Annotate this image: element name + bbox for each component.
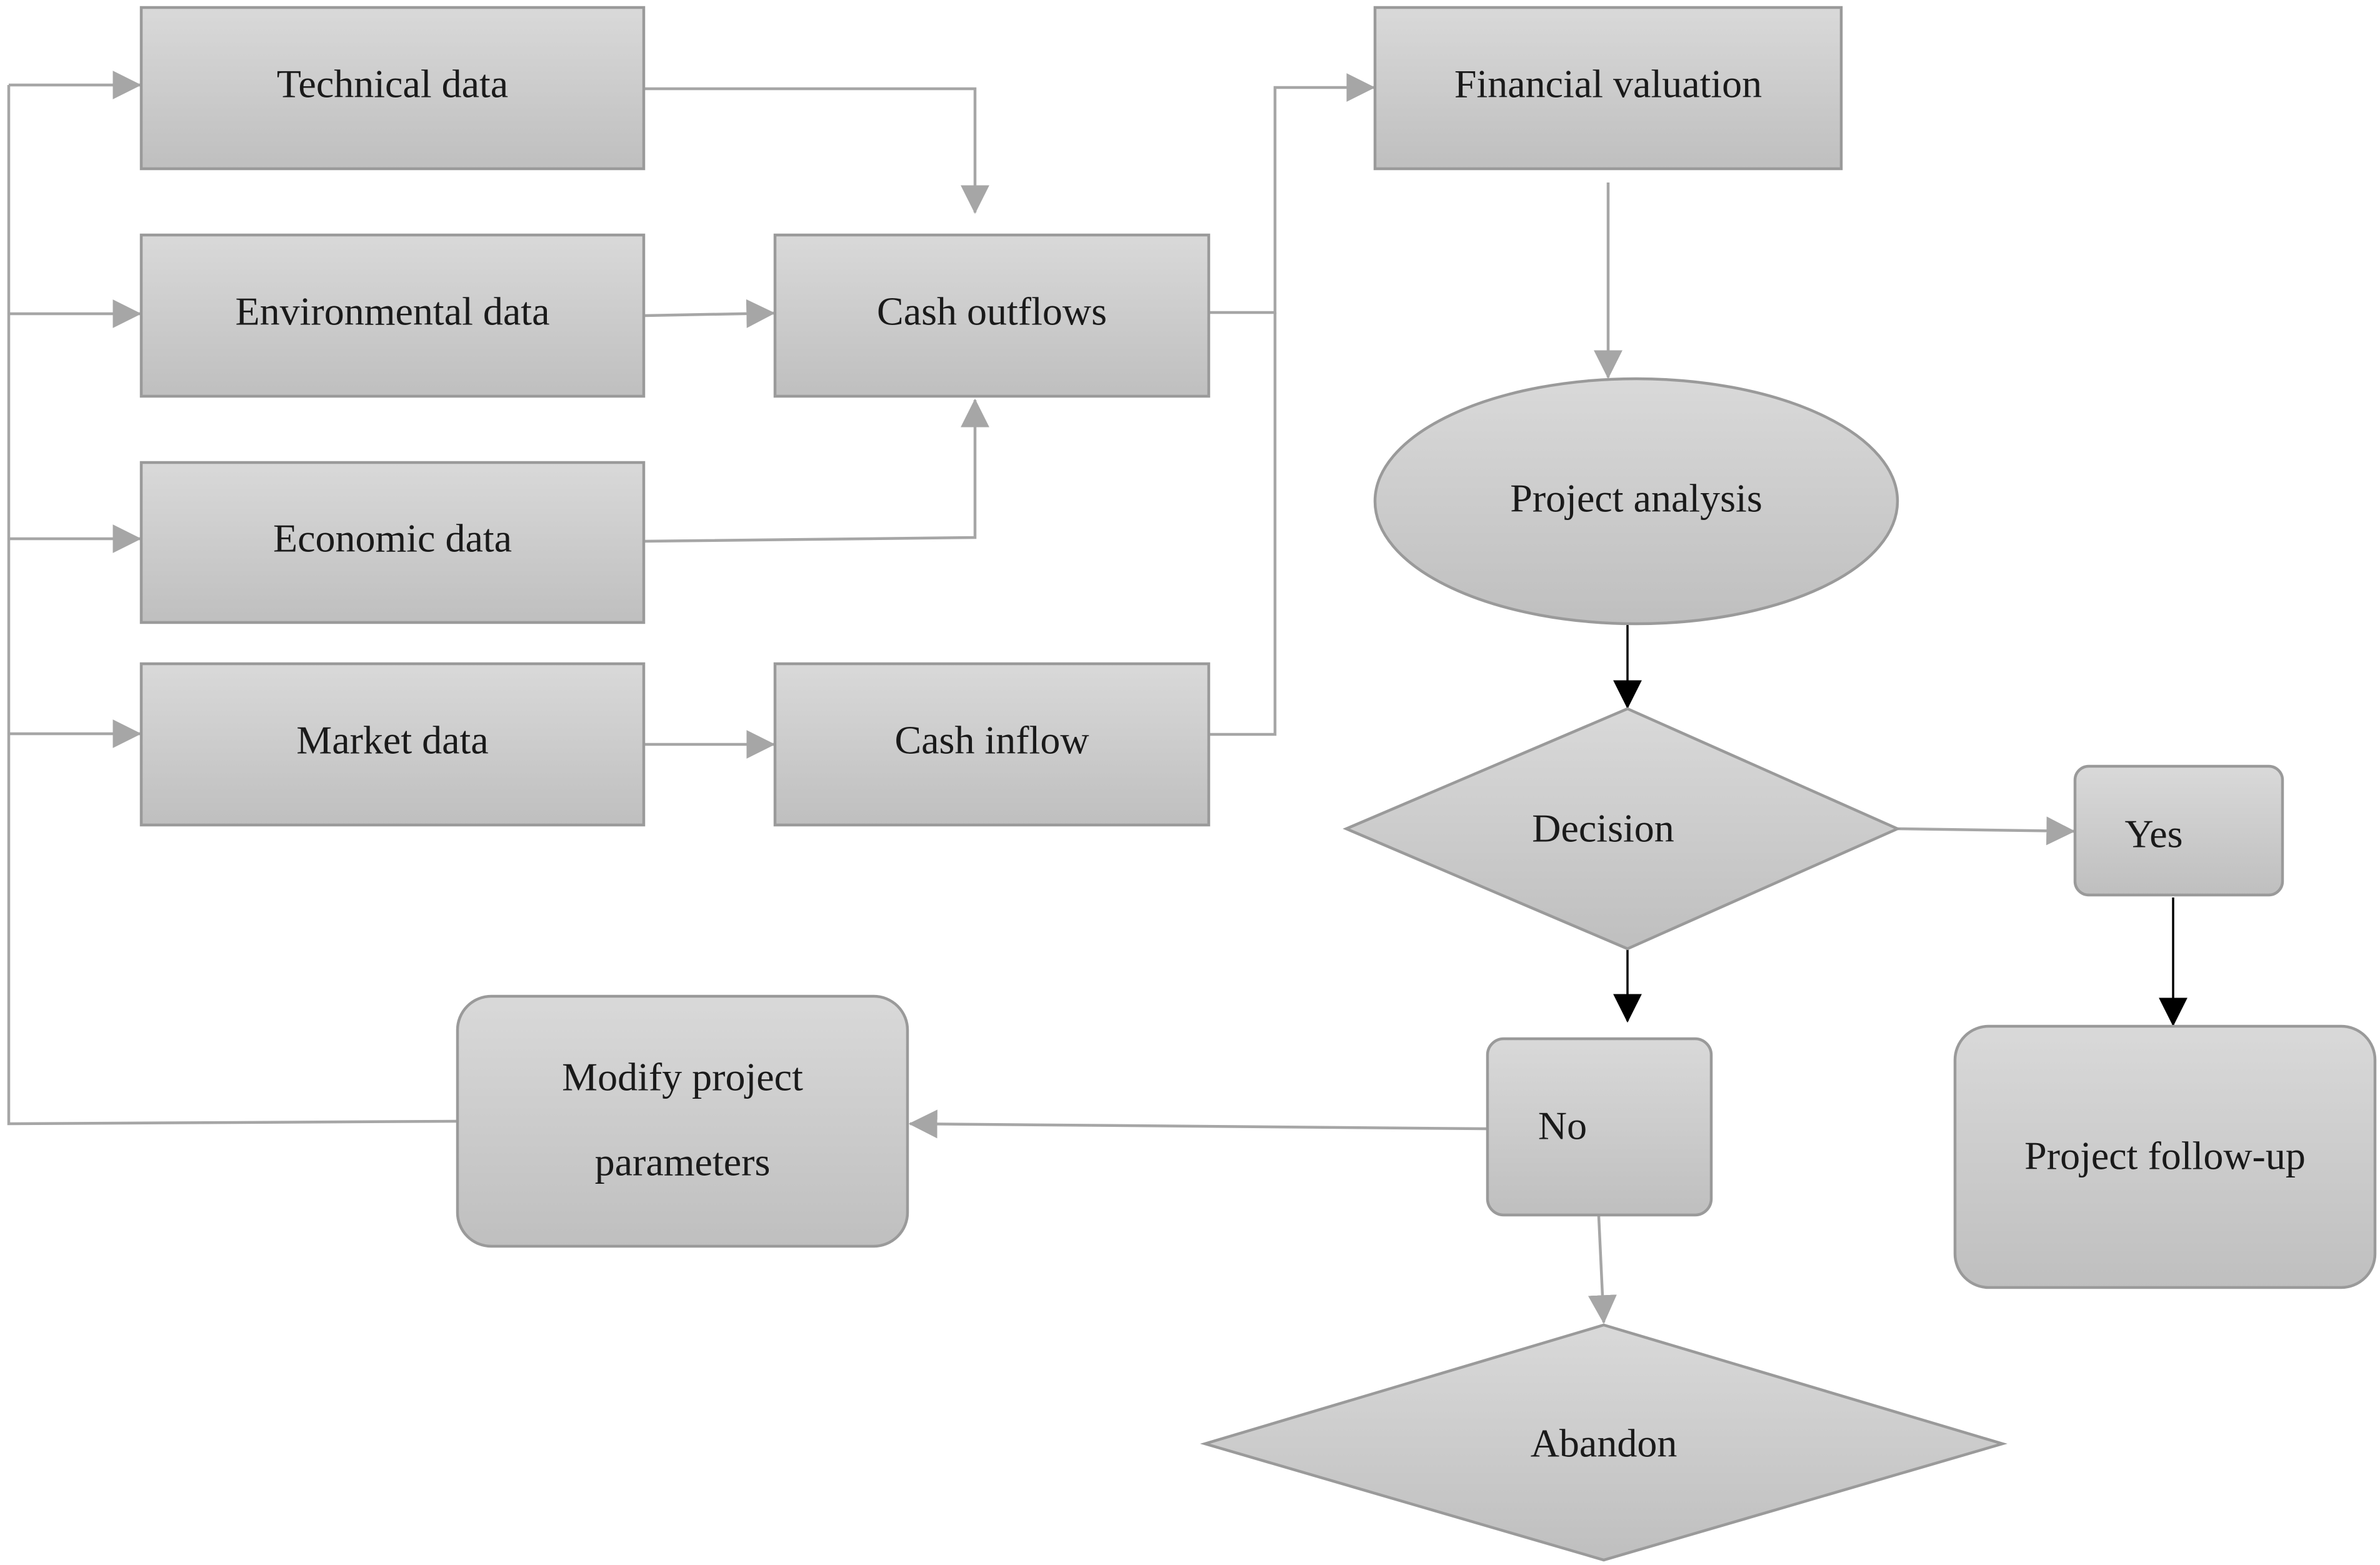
node-financial-valuation-label: Financial valuation	[1454, 62, 1762, 106]
node-decision-label: Decision	[1532, 806, 1674, 851]
node-no-label: No	[1538, 1104, 1587, 1148]
node-cash-outflows-label: Cash outflows	[877, 289, 1107, 334]
node-environmental-data-label: Environmental data	[236, 289, 550, 334]
node-financial-valuation: Financial valuation	[1373, 6, 1843, 171]
edge-cash-outflows-to-financial-valuation	[1209, 73, 1376, 314]
edge-modify-feedback-trunk	[7, 85, 458, 1126]
node-cash-outflows: Cash outflows	[773, 233, 1211, 398]
edge-economic-to-cash-outflows	[643, 398, 989, 543]
node-project-analysis: Project analysis	[1373, 377, 1899, 626]
node-abandon-label: Abandon	[1531, 1421, 1678, 1466]
edge-decision-to-yes	[1897, 816, 2076, 846]
edge-no-to-abandon	[1588, 1216, 1617, 1324]
node-yes: Yes	[2073, 764, 2284, 897]
node-modify-label-line1: Modify project	[562, 1055, 803, 1099]
edge-cash-inflow-to-financial-valuation	[1209, 312, 1277, 736]
edge-no-to-modify	[908, 1109, 1487, 1139]
edge-technical-to-cash-outflows	[644, 87, 989, 214]
node-no: No	[1486, 1037, 1713, 1217]
node-technical-data: Technical data	[139, 6, 646, 171]
node-decision: Decision	[1342, 707, 1901, 951]
node-project-analysis-label: Project analysis	[1510, 476, 1762, 521]
node-market-data: Market data	[139, 662, 646, 827]
node-economic-data-label: Economic data	[273, 516, 512, 561]
node-cash-inflow-label: Cash inflow	[894, 718, 1089, 762]
node-modify-project-parameters: Modify project parameters	[456, 994, 909, 1248]
node-market-data-label: Market data	[296, 718, 488, 762]
node-cash-inflow: Cash inflow	[773, 662, 1211, 827]
node-technical-data-label: Technical data	[277, 62, 508, 106]
edges	[7, 71, 2188, 1324]
node-project-follow-up: Project follow-up	[1953, 1024, 2377, 1289]
node-project-follow-up-label: Project follow-up	[2024, 1134, 2306, 1178]
edge-environmental-to-cash-outflows	[643, 299, 776, 328]
node-economic-data: Economic data	[139, 461, 646, 624]
node-modify-label-line2: parameters	[595, 1140, 771, 1184]
node-yes-label: Yes	[2124, 812, 2182, 856]
node-environmental-data: Environmental data	[139, 233, 646, 398]
node-abandon: Abandon	[1200, 1323, 2008, 1562]
